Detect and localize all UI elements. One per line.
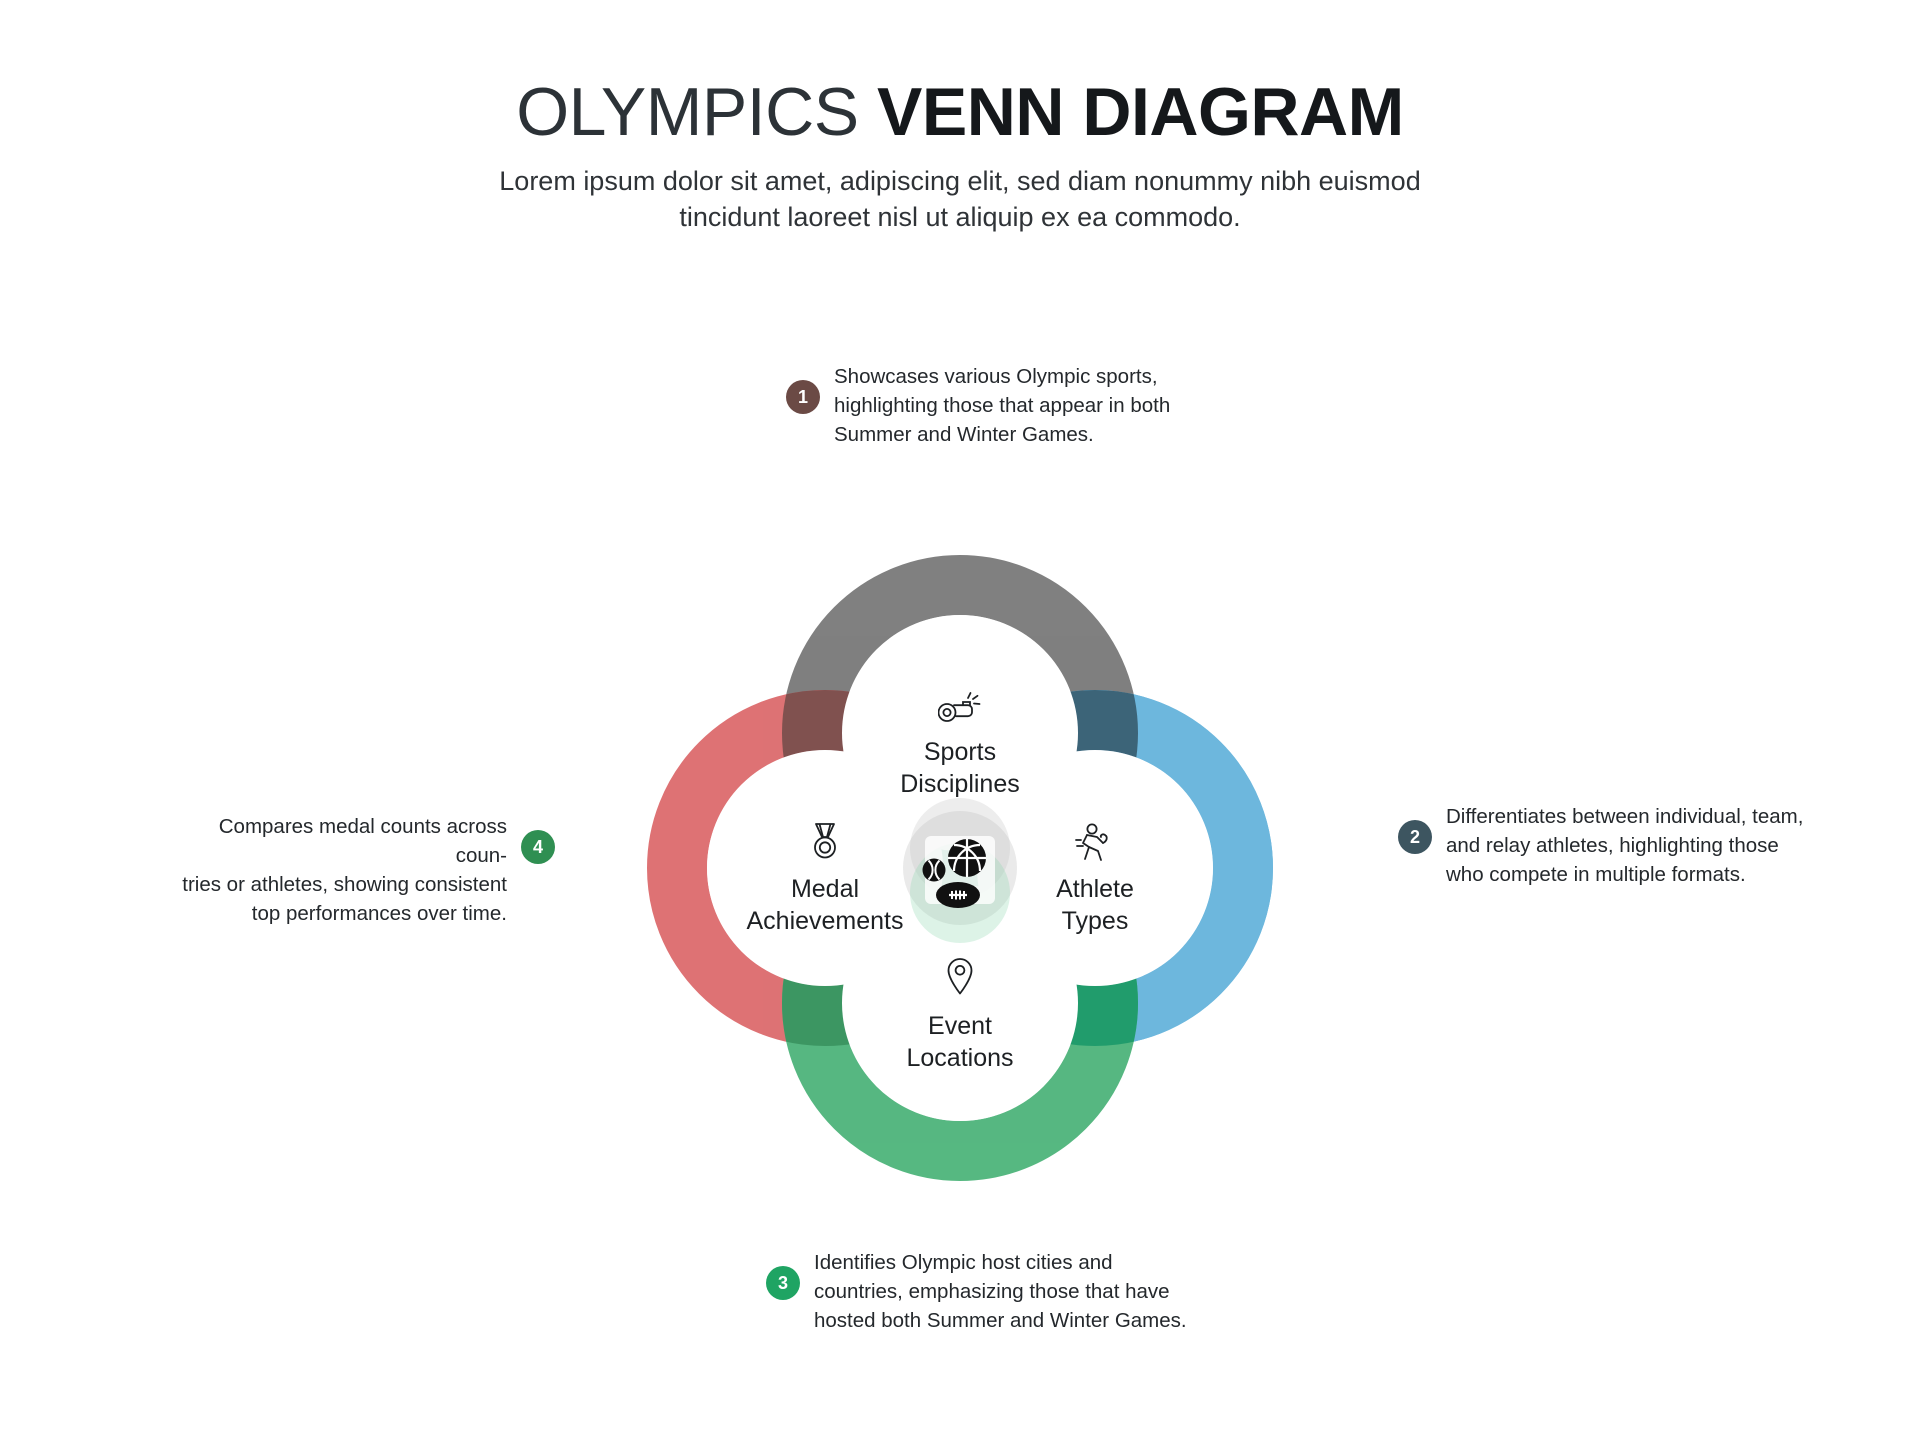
callout-4-line3: top performances over time. [251, 902, 507, 926]
overlap-number-4: 4 [766, 1051, 780, 1079]
overlap-number-3: 3 [1140, 1051, 1154, 1079]
callout-1-badge: 1 [786, 380, 820, 414]
map-pin-icon [947, 958, 973, 995]
callout-3-badge: 3 [766, 1266, 800, 1300]
callout-2-line1: Differentiates between individual, team, [1446, 805, 1804, 828]
node-label-line1: Medal [790, 875, 860, 903]
callout-1: 1 Showcases various Olympic sports, high… [786, 362, 1206, 449]
callout-4-badge: 4 [521, 830, 555, 864]
callout-1-line2: highlighting those that appear in both [834, 394, 1171, 418]
runner-icon [1075, 823, 1108, 861]
callout-2-text: Differentiates between individual, team,… [1446, 802, 1803, 889]
callout-4-text: Compares medal counts across coun- tries… [175, 812, 507, 928]
whistle-icon [938, 692, 981, 722]
callout-3-line3: hosted both Summer and Winter Games. [814, 1309, 1187, 1333]
node-label-line1: Event [928, 1012, 992, 1040]
callout-3-line2: countries, emphasizing those that have [814, 1280, 1170, 1304]
callout-3-text: Identifies Olympic host cities and count… [814, 1248, 1187, 1335]
venn-svg: 1 2 4 3 [647, 555, 1273, 1181]
page-subtitle-line2: tincidunt laoreet nisl ut aliquip ex ea … [679, 201, 1241, 232]
callout-4-line2: tries or athletes, showing consistent [182, 873, 507, 897]
node-medal-achievements: Medal Achievements [695, 821, 955, 937]
node-label-line1: Athlete [1056, 875, 1134, 903]
overlap-number-1: 1 [766, 655, 780, 683]
callout-1-line1: Showcases various Olympic sports, [834, 365, 1158, 388]
node-athlete-types: Athlete Types [965, 821, 1225, 937]
page-subtitle-line1: Lorem ipsum dolor sit amet, adipiscing e… [499, 166, 1421, 196]
sports-balls-icon [922, 839, 986, 908]
callout-2-line2: and relay athletes, highlighting those [1446, 834, 1779, 858]
node-label-line2: Disciplines [900, 770, 1020, 798]
callout-4-line1: Compares medal counts across coun- [218, 815, 507, 868]
page-title-light: OLYMPICS [516, 74, 878, 150]
page-title: OLYMPICS VENN DIAGRAM [0, 78, 1920, 146]
node-label-line2: Types [1061, 907, 1129, 935]
callout-1-text: Showcases various Olympic sports, highli… [834, 362, 1170, 449]
callout-4: 4 Compares medal counts across coun- tri… [175, 812, 555, 928]
callout-1-line3: Summer and Winter Games. [834, 423, 1094, 447]
medal-icon [814, 823, 836, 859]
venn-diagram: 1 2 4 3 [540, 448, 1380, 1288]
node-event-locations: Event Locations [830, 956, 1090, 1074]
overlap-number-2: 2 [1140, 655, 1154, 683]
header: OLYMPICS VENN DIAGRAM Lorem ipsum dolor … [0, 78, 1920, 236]
callout-2: 2 Differentiates between individual, tea… [1398, 802, 1828, 889]
callout-2-badge: 2 [1398, 820, 1432, 854]
node-label-line2: Locations [906, 1044, 1014, 1072]
callout-3-line1: Identifies Olympic host cities and [814, 1251, 1113, 1274]
page-subtitle: Lorem ipsum dolor sit amet, adipiscing e… [0, 164, 1920, 236]
node-label-line1: Sports [923, 738, 997, 766]
node-sports-disciplines: Sports Disciplines [830, 686, 1090, 800]
callout-2-line3: who compete in multiple formats. [1446, 863, 1746, 887]
node-label-line2: Achievements [746, 907, 904, 935]
callout-3: 3 Identifies Olympic host cities and cou… [766, 1248, 1206, 1335]
page-title-bold: VENN DIAGRAM [877, 74, 1404, 150]
